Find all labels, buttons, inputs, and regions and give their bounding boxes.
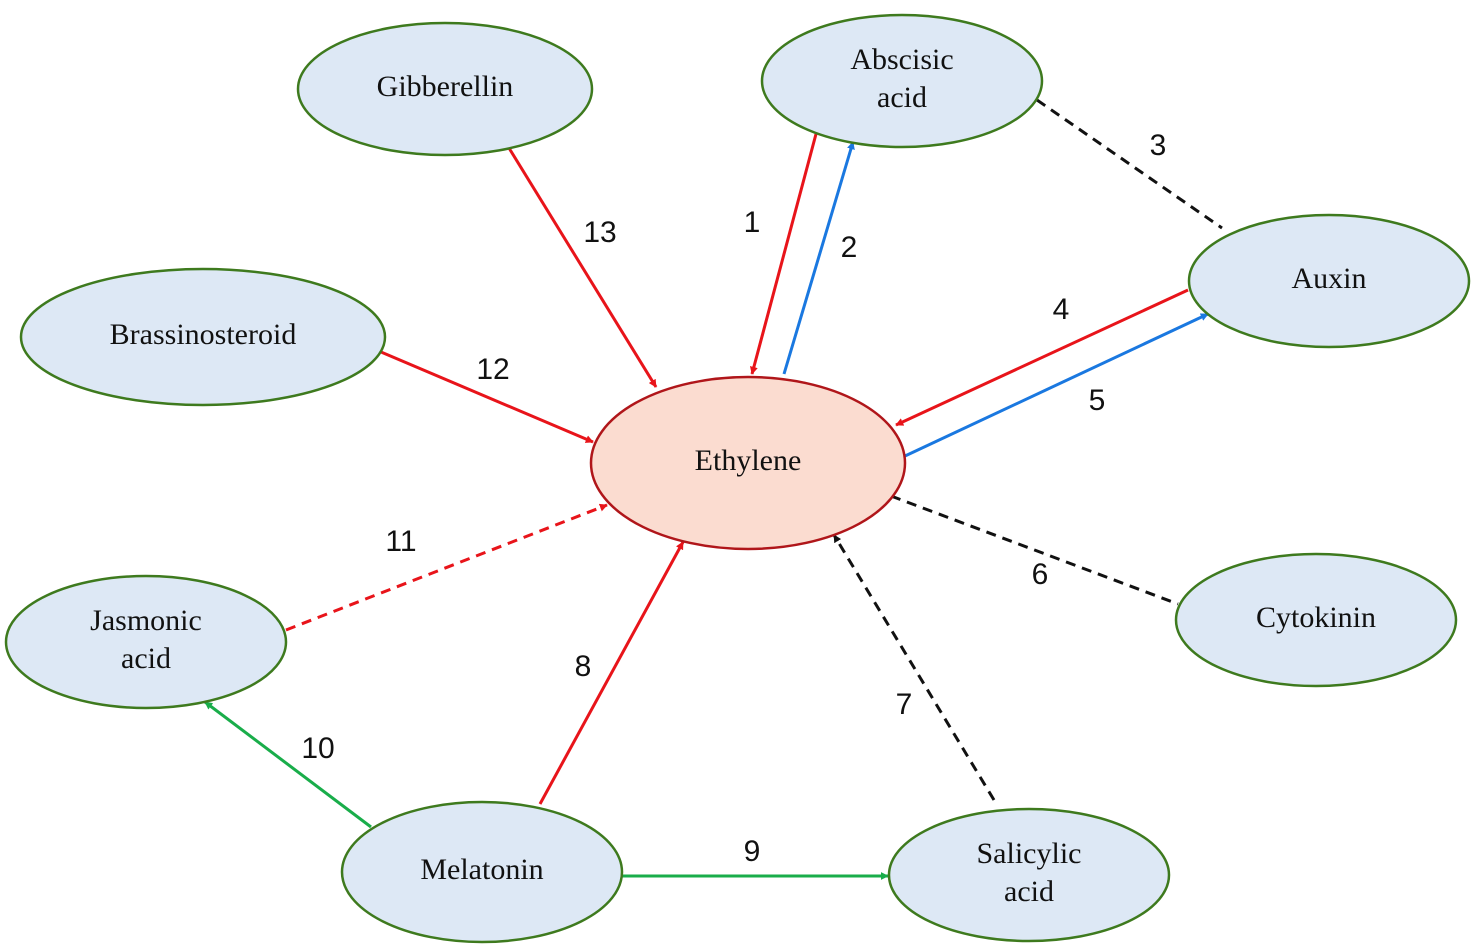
edge-label-1: 1 xyxy=(744,206,761,239)
edge-5-ethylene-auxin xyxy=(904,312,1209,458)
node-melatonin-ellipse xyxy=(340,800,624,944)
node-salicylic-acid: Salicylic acid xyxy=(887,807,1171,943)
edge-10-melatonin-jasmonic-acid xyxy=(204,700,372,829)
edge-8-melatonin-ethylene xyxy=(538,541,685,805)
node-jasmonic-acid-label-2: acid xyxy=(121,642,171,675)
edge-label-5: 5 xyxy=(1089,384,1106,417)
node-melatonin: Melatonin xyxy=(340,800,624,944)
node-cytokinin-ellipse xyxy=(1174,552,1458,688)
node-gibberellin: Gibberellin xyxy=(296,21,594,157)
edge-label-13: 13 xyxy=(583,216,616,249)
edge-label-6: 6 xyxy=(1032,558,1049,591)
node-brassinosteroid: Brassinosteroid xyxy=(19,267,387,407)
node-cytokinin: Cytokinin xyxy=(1174,552,1458,688)
node-jasmonic-acid-ellipse xyxy=(4,574,288,710)
edge-label-7: 7 xyxy=(896,688,913,721)
node-jasmonic-acid: Jasmonic acid xyxy=(4,574,288,710)
edge-13-gibberellin-ethylene xyxy=(507,147,658,388)
node-auxin: Auxin xyxy=(1187,213,1471,349)
edge-3-abscisic-acid-auxin xyxy=(1036,98,1223,230)
node-gibberellin-label-1: Gibberellin xyxy=(377,70,514,103)
node-salicylic-acid-label-1: Salicylic xyxy=(977,837,1082,870)
edge-label-9: 9 xyxy=(744,835,761,868)
edge-1-abscisic-acid-ethylene xyxy=(749,133,818,375)
node-brassinosteroid-label-1: Brassinosteroid xyxy=(110,318,297,351)
edge-label-3: 3 xyxy=(1150,129,1167,162)
node-auxin-ellipse xyxy=(1187,213,1471,349)
node-abscisic-acid-ellipse xyxy=(760,13,1044,149)
node-ethylene-label-1: Ethylene xyxy=(695,444,802,477)
node-gibberellin-ellipse xyxy=(296,21,594,157)
nodes-layer: EthyleneGibberellinAbscisicacidAuxinBras… xyxy=(4,13,1471,944)
node-cytokinin-label-1: Cytokinin xyxy=(1256,601,1376,634)
edge-label-2: 2 xyxy=(841,231,858,264)
node-auxin-label-1: Auxin xyxy=(1292,262,1367,295)
node-ethylene: Ethylene xyxy=(589,375,907,551)
edge-label-4: 4 xyxy=(1053,293,1070,326)
node-abscisic-acid-label-2: acid xyxy=(877,81,927,114)
edge-11-jasmonic-acid-ethylene xyxy=(285,503,608,632)
edge-label-12: 12 xyxy=(476,353,509,386)
edge-label-11: 11 xyxy=(385,525,416,558)
node-melatonin-label-1: Melatonin xyxy=(420,853,543,886)
edge-12-brassinosteroid-ethylene xyxy=(380,350,594,444)
edge-6-ethylene-cytokinin xyxy=(890,494,1179,606)
node-abscisic-acid-label-1: Abscisic xyxy=(850,43,953,76)
node-brassinosteroid-ellipse xyxy=(19,267,387,407)
node-abscisic-acid: Abscisic acid xyxy=(760,13,1044,149)
edge-7-salicylic-acid-ethylene xyxy=(832,534,996,801)
edge-label-10: 10 xyxy=(301,732,334,765)
node-salicylic-acid-label-2: acid xyxy=(1004,875,1054,908)
edge-label-8: 8 xyxy=(575,650,592,683)
node-jasmonic-acid-label-1: Jasmonic xyxy=(90,604,202,637)
edge-2-ethylene-abscisic-acid xyxy=(782,141,855,375)
node-ethylene-ellipse xyxy=(589,375,907,551)
node-salicylic-acid-ellipse xyxy=(887,807,1171,943)
edge-4-auxin-ethylene xyxy=(895,288,1189,427)
